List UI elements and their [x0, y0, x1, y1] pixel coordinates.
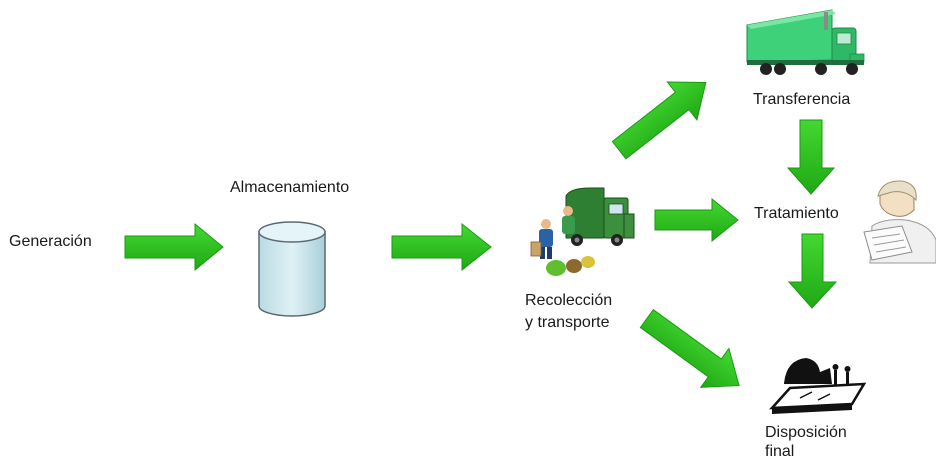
label-generacion: Generación	[9, 233, 92, 250]
landfill-icon	[769, 358, 867, 414]
arrow-transferencia-to-tratamiento	[786, 119, 836, 195]
label-transferencia: Transferencia	[753, 91, 851, 108]
semi-truck-icon	[746, 9, 865, 75]
arrow-recoleccion-to-disposicion	[639, 308, 740, 388]
arrow-recoleccion-to-transferencia	[611, 81, 707, 160]
arrow-recoleccion-to-tratamiento	[654, 197, 739, 243]
garbage-truck-icon	[530, 187, 635, 276]
arrow-almacenamiento-to-recoleccion	[391, 222, 492, 272]
label-disposicion-line2: final	[765, 443, 795, 460]
worker-icon	[863, 180, 936, 264]
label-recoleccion-line1: Recolección	[525, 292, 613, 309]
arrow-generacion-to-almacenamiento	[124, 222, 224, 272]
label-almacenamiento: Almacenamiento	[230, 179, 350, 196]
arrow-tratamiento-to-disposicion	[787, 233, 838, 309]
cylinder-icon	[258, 221, 326, 317]
label-disposicion-line1: Disposición	[765, 424, 847, 441]
label-recoleccion-line2: y transporte	[525, 314, 610, 331]
label-tratamiento: Tratamiento	[754, 205, 839, 222]
